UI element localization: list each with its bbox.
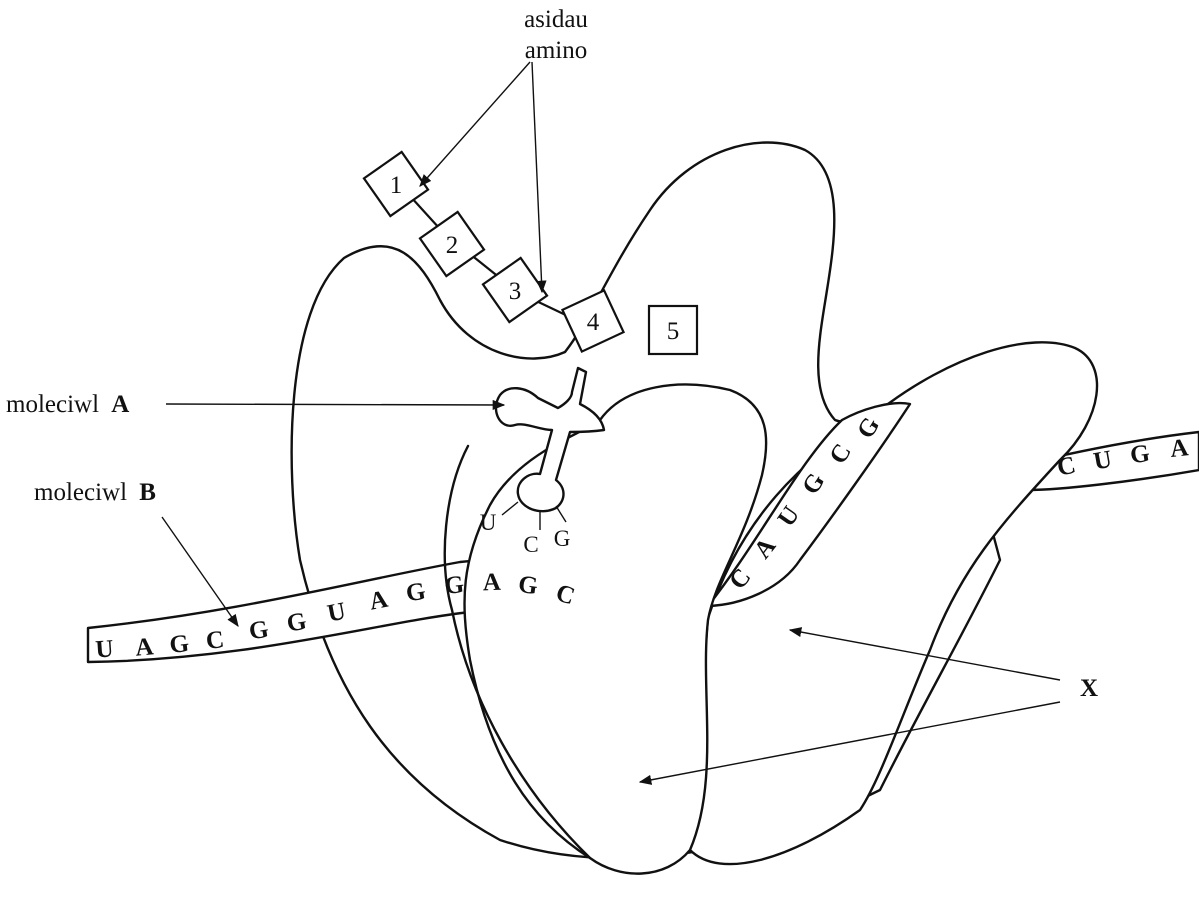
- mrna-base: C: [1055, 452, 1078, 482]
- anticodon-base: G: [554, 526, 571, 551]
- amino-acid-number: 4: [587, 309, 600, 336]
- arrow-to-molecule-a: [165, 399, 506, 411]
- mrna-base: C: [204, 626, 225, 655]
- trna-molecule-a: [494, 366, 606, 513]
- molecule-b-prefix: moleciwl: [34, 479, 127, 506]
- arrow-to-amino-acid-1: [419, 61, 531, 187]
- mrna-base: G: [517, 571, 540, 600]
- mrna-base: U: [325, 598, 348, 628]
- mrna-left-bases: U A G C G G U A G G A G C: [95, 569, 579, 664]
- molecule-a-prefix: moleciwl: [6, 391, 99, 418]
- molecule-b-letter: B: [139, 479, 156, 506]
- arrow-to-amino-acid-3: [531, 61, 547, 294]
- molecule-b-label: moleciwl B: [34, 479, 156, 506]
- amino-acids-label-line2: amino: [525, 37, 588, 64]
- mrna-strand-middle: [706, 401, 912, 608]
- mrna-base: G: [285, 608, 309, 638]
- amino-acid-box-3: [481, 256, 549, 324]
- mrna-base: A: [482, 569, 501, 597]
- mrna-base: G: [1128, 440, 1151, 469]
- mrna-base: G: [443, 571, 465, 600]
- amino-acids-label-line1: asidau: [524, 6, 588, 33]
- amino-acid-number: 2: [446, 232, 459, 259]
- mrna-base: U: [95, 635, 115, 663]
- label-x: X: [1080, 675, 1098, 702]
- mrna-base: G: [247, 616, 270, 646]
- mrna-base: G: [404, 578, 427, 608]
- mrna-right-bases: C U G A: [1055, 434, 1190, 482]
- ribosome-inner-seam: [443, 444, 592, 860]
- molecule-a-letter: A: [111, 391, 129, 418]
- arrow-x-to-small-subunit: [788, 627, 1061, 681]
- amino-acid-number: 3: [509, 278, 522, 305]
- mrna-base: G: [168, 630, 190, 659]
- anticodon-connector-u: [501, 501, 519, 516]
- amino-acid-box-4: [560, 288, 626, 354]
- amino-acid-box-5: [647, 304, 699, 356]
- arrow-x-to-large-subunit: [638, 701, 1061, 785]
- mrna-base: A: [1169, 434, 1190, 463]
- mrna-base: A: [134, 633, 154, 661]
- amino-acid-number: 5: [667, 318, 680, 345]
- anticodon-base: C: [523, 532, 538, 557]
- amino-acid-box-1: [362, 150, 430, 218]
- mrna-base: U: [1091, 446, 1113, 476]
- amino-acid-number: 1: [390, 172, 403, 199]
- arrow-to-molecule-b: [161, 516, 239, 628]
- mrna-base: A: [367, 586, 390, 616]
- molecule-a-label: moleciwl A: [6, 391, 129, 418]
- amino-acid-box-2: [418, 210, 486, 278]
- anticodon-base: U: [480, 510, 497, 535]
- anticodon-connector-g: [555, 505, 567, 523]
